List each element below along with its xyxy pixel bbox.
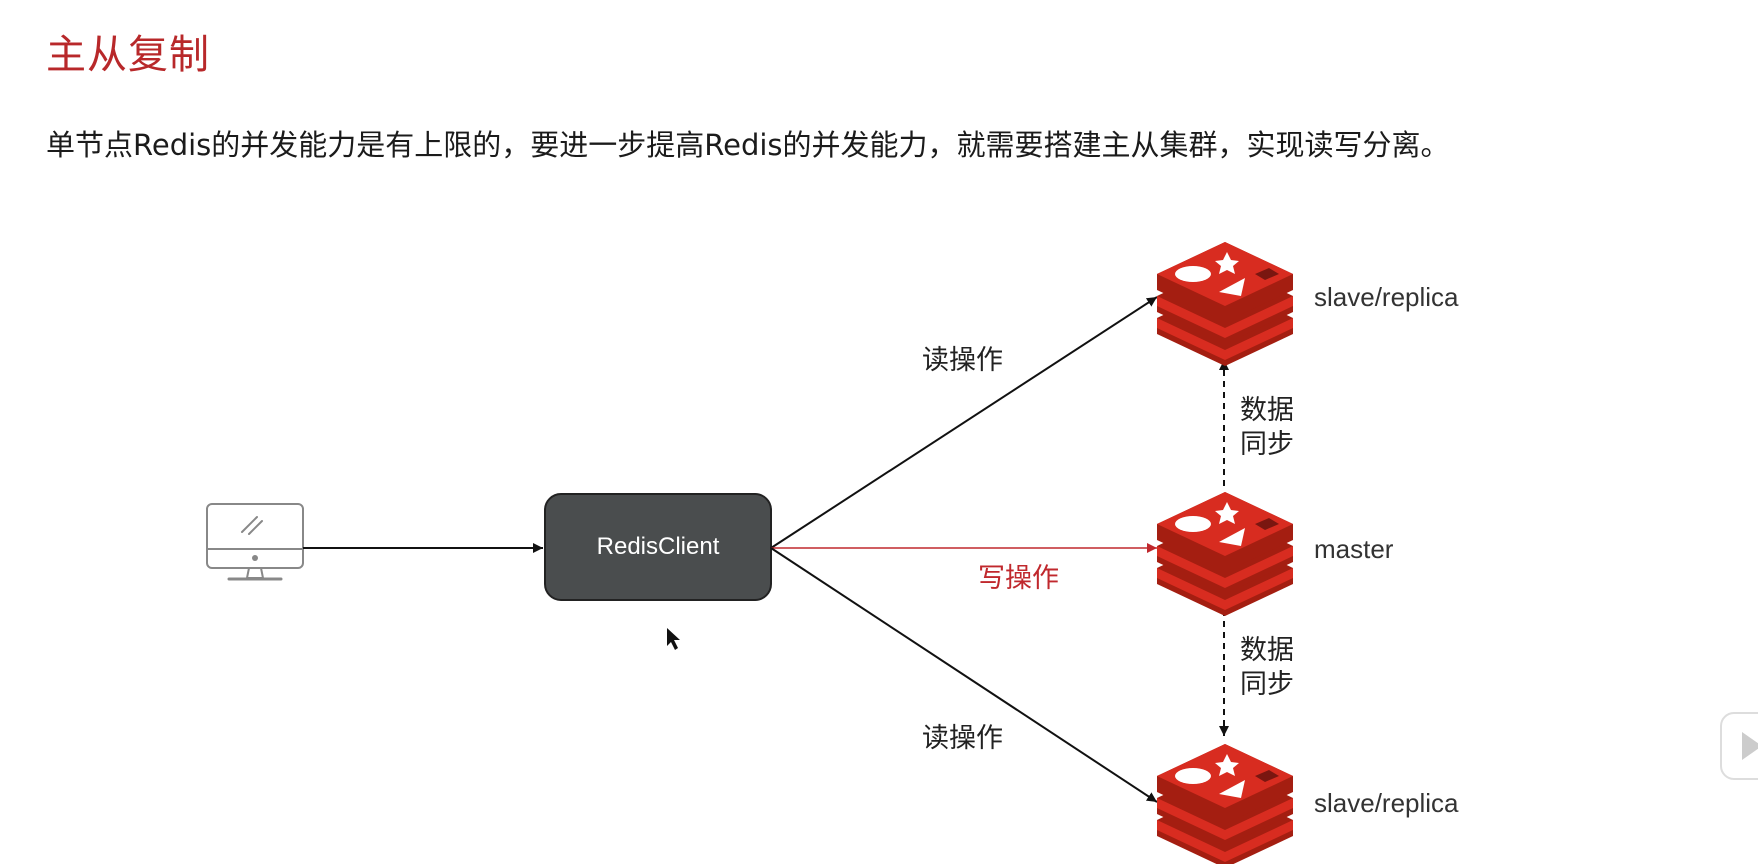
redis-client-label: RedisClient: [596, 533, 720, 560]
read-arrow-bottom: [770, 547, 1158, 803]
node-label-bottom: slave/replica: [1314, 788, 1459, 818]
redis-logo-icon-master: [1157, 492, 1293, 616]
redis-logo-icon-top: [1157, 242, 1293, 366]
write-op-label: 写操作: [978, 563, 1059, 594]
read-arrow-top: [770, 296, 1158, 549]
description-text: 单节点Redis的并发能力是有上限的，要进一步提高Redis的并发能力，就需要搭…: [46, 128, 1450, 162]
cursor-icon: [667, 628, 680, 650]
page-title: 主从复制: [46, 32, 210, 78]
computer-icon: [206, 503, 304, 581]
sync-label-bottom: 数据 同步: [1240, 635, 1294, 700]
video-play-button[interactable]: [1720, 712, 1758, 780]
node-label-top: slave/replica: [1314, 282, 1459, 312]
read-op-label-top: 读操作: [922, 345, 1003, 376]
node-label-master: master: [1314, 534, 1394, 564]
redis-logo-icon-bottom: [1157, 744, 1293, 864]
sync-label-top: 数据 同步: [1240, 395, 1294, 460]
read-op-label-bottom: 读操作: [922, 723, 1003, 754]
